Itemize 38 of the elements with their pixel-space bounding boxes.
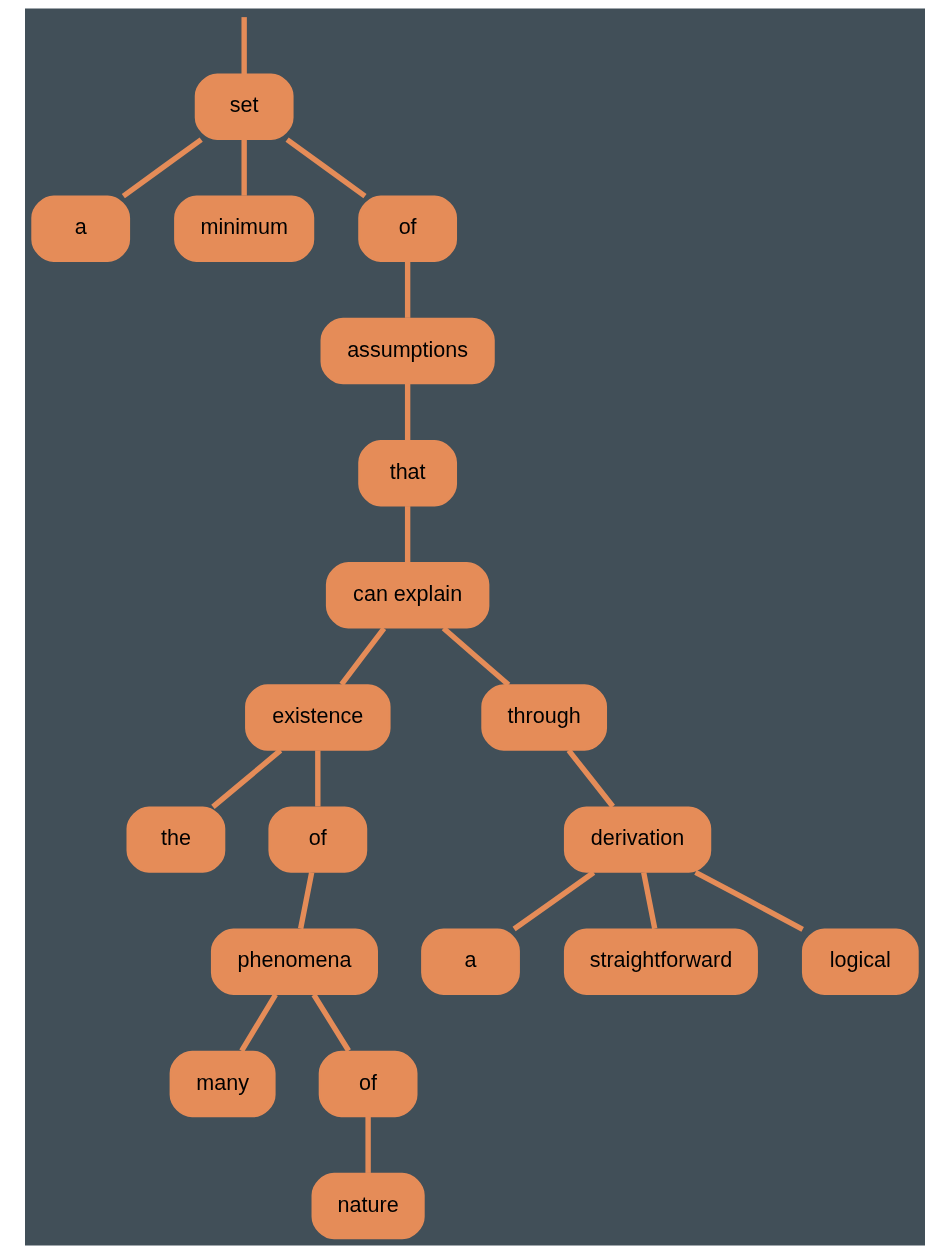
connector bbox=[365, 1116, 371, 1173]
connector bbox=[298, 872, 315, 930]
node-box: that bbox=[358, 439, 458, 507]
connector bbox=[404, 383, 411, 440]
node-box: derivation bbox=[563, 806, 712, 873]
node-box: the bbox=[126, 806, 226, 873]
connector bbox=[211, 748, 283, 809]
connector bbox=[566, 748, 615, 809]
node-box: existence bbox=[245, 684, 391, 751]
node-box: can explain bbox=[325, 562, 490, 629]
node-box: many bbox=[169, 1050, 276, 1118]
node-box: straightforward bbox=[563, 928, 758, 995]
node-box: through bbox=[481, 684, 608, 751]
node-box: of bbox=[268, 806, 368, 873]
node-box: logical bbox=[801, 928, 919, 995]
node-box: phenomena bbox=[210, 928, 378, 995]
connector bbox=[315, 750, 321, 807]
node-box: a bbox=[421, 928, 520, 995]
connector bbox=[241, 17, 247, 75]
connector bbox=[339, 626, 387, 686]
connector bbox=[512, 870, 596, 932]
connector bbox=[241, 139, 247, 196]
connector bbox=[641, 872, 658, 930]
node-box: nature bbox=[311, 1172, 425, 1240]
node-box: minimum bbox=[174, 195, 315, 263]
connector bbox=[694, 869, 804, 932]
connector bbox=[121, 137, 203, 199]
node-box: assumptions bbox=[320, 317, 495, 385]
node-box: of bbox=[358, 195, 458, 263]
node-box: set bbox=[194, 73, 294, 140]
connector bbox=[441, 626, 511, 687]
connector bbox=[285, 137, 367, 199]
node-box: a bbox=[31, 195, 131, 263]
connector bbox=[239, 993, 278, 1053]
node-box: of bbox=[318, 1050, 418, 1118]
connector bbox=[311, 993, 351, 1053]
connector bbox=[404, 261, 411, 318]
connector bbox=[404, 506, 411, 563]
